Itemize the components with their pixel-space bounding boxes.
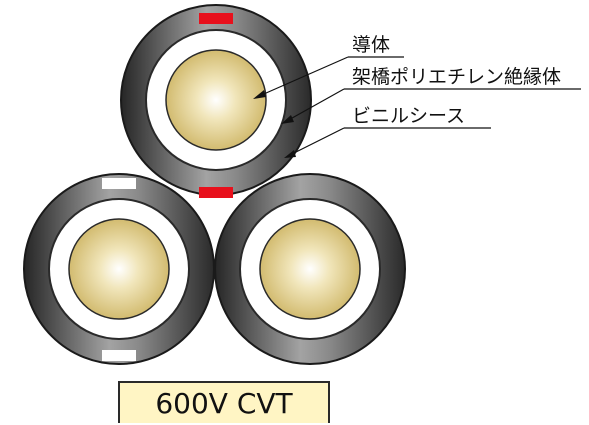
marker-white-top: [102, 178, 136, 189]
label-insulation: 架橋ポリエチレン絶縁体: [352, 66, 561, 88]
cable-core-bottom-right: [214, 173, 406, 365]
leader-conductor: [253, 56, 404, 99]
label-conductor: 導体: [352, 34, 390, 56]
leader-insulation: [281, 88, 581, 124]
leader-sheath: [284, 127, 491, 158]
conductor-bottom-left: [68, 218, 170, 320]
conductor-top: [165, 49, 267, 151]
marker-red-top: [199, 13, 233, 24]
marker-red-bottom: [199, 187, 233, 198]
marker-white-bottom: [102, 350, 136, 361]
cable-core-top: [120, 4, 312, 198]
cable-type-title: 600V CVT: [118, 381, 330, 423]
cable-core-bottom-left: [23, 173, 215, 365]
label-sheath: ビニルシース: [352, 105, 465, 127]
conductor-bottom-right: [259, 218, 361, 320]
